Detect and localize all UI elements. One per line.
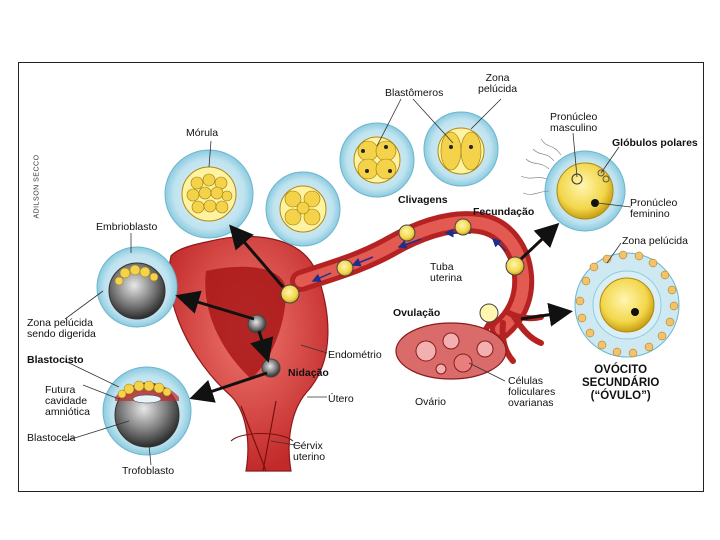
oocyte-bubble <box>574 250 680 358</box>
blastocyst-hatching-bubble <box>96 246 178 328</box>
label-cervix-uterino: Cérvix uterino <box>293 440 326 463</box>
label-zona-pelucida-right: Zona pelúcida <box>622 235 688 247</box>
fertilization-bubble <box>520 138 626 232</box>
label-ovocito-secundario: OVÓCITO SECUNDÁRIO (“ÓVULO”) <box>582 364 660 402</box>
label-trofoblasto: Trofoblasto <box>122 465 175 477</box>
label-pronucleo-feminino: Pronúcleo feminino <box>630 197 678 220</box>
label-futura-cavidade: Futura cavidade amniótica <box>45 384 90 418</box>
stage-arrows <box>175 222 573 403</box>
label-utero: Útero <box>328 393 354 405</box>
ovary <box>395 322 507 380</box>
four-cell-bubble <box>339 122 415 198</box>
leader-lines <box>64 98 632 466</box>
label-pronucleo-masculino: Pronúcleo masculino <box>550 111 598 134</box>
label-globulos-polares: Glóbulos polares <box>612 137 698 149</box>
morula-bubble <box>164 149 254 239</box>
eight-cell-bubble <box>265 171 341 247</box>
label-celulas-foliculares: Células foliculares ovarianas <box>508 375 556 409</box>
label-nidacao: Nidação <box>288 367 329 379</box>
image-credit: ADILSON SECCO <box>33 154 41 219</box>
label-blastocela: Blastocela <box>27 432 76 444</box>
two-cell-bubble <box>423 111 499 187</box>
label-zona-pelucida-top: Zona pelúcida <box>478 72 518 95</box>
label-ovario: Ovário <box>415 396 446 408</box>
label-blastocisto: Blastocisto <box>27 354 84 366</box>
label-tuba-uterina: Tuba uterina <box>430 261 463 284</box>
tube-embryos <box>247 218 525 378</box>
label-ovulacao: Ovulação <box>393 307 441 319</box>
diagram-illustration <box>64 98 680 472</box>
blastocyst-implant-bubble <box>102 366 192 456</box>
diagram-frame: ADILSON SECCO <box>18 62 704 492</box>
label-fecundacao: Fecundação <box>473 206 535 218</box>
label-morula: Mórula <box>186 127 219 139</box>
label-embrioblasto: Embrioblasto <box>96 221 158 233</box>
label-clivagens: Clivagens <box>398 194 448 206</box>
label-blastomeros: Blastômeros <box>385 87 444 99</box>
label-zona-pelucida-digerida: Zona pelúcida sendo digerida <box>27 317 96 340</box>
label-endometrio: Endométrio <box>328 349 382 361</box>
